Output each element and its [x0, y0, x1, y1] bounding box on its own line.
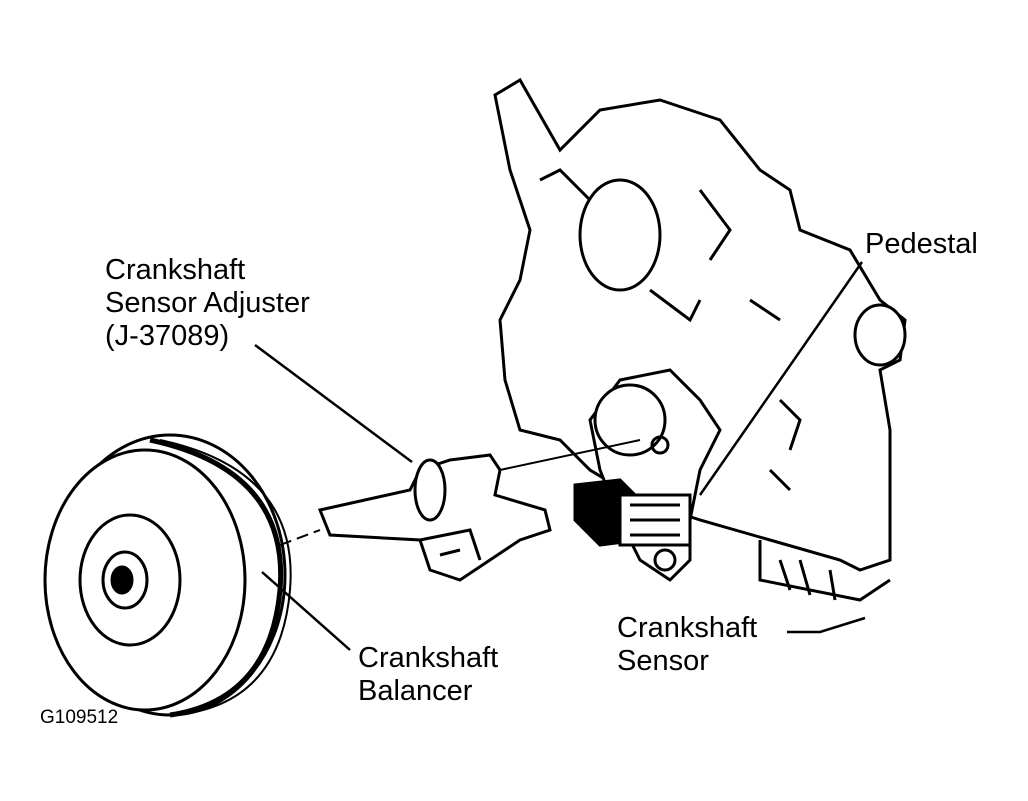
label-line: Sensor — [617, 645, 709, 677]
crankshaft-sensor-drawing — [573, 478, 692, 547]
leader-lines — [254, 261, 866, 651]
engine-block — [493, 77, 907, 602]
adjuster-leader — [254, 343, 413, 464]
pedestal-drawing — [588, 368, 722, 582]
label-crankshaft-balancer: Crankshaft Balancer — [358, 642, 498, 708]
label-line: Sensor Adjuster — [105, 287, 310, 319]
label-line: (J-37089) — [105, 320, 230, 352]
label-line: Crankshaft — [617, 612, 758, 644]
sensor-adjuster-tool — [317, 439, 641, 582]
balancer-leader — [261, 571, 351, 651]
label-line: Crankshaft — [358, 642, 499, 674]
label-sensor-adjuster: Crankshaft Sensor Adjuster (J-37089) — [105, 254, 310, 353]
label-line: Crankshaft — [105, 254, 246, 286]
label-crankshaft-sensor: Crankshaft Sensor — [617, 612, 757, 678]
label-pedestal: Pedestal — [865, 228, 978, 260]
figure-id: G109512 — [40, 707, 119, 728]
sensor-leader — [787, 616, 866, 634]
label-line: Balancer — [358, 675, 473, 707]
crankshaft-balancer-drawing — [43, 433, 321, 718]
pedestal-leader — [698, 261, 864, 496]
